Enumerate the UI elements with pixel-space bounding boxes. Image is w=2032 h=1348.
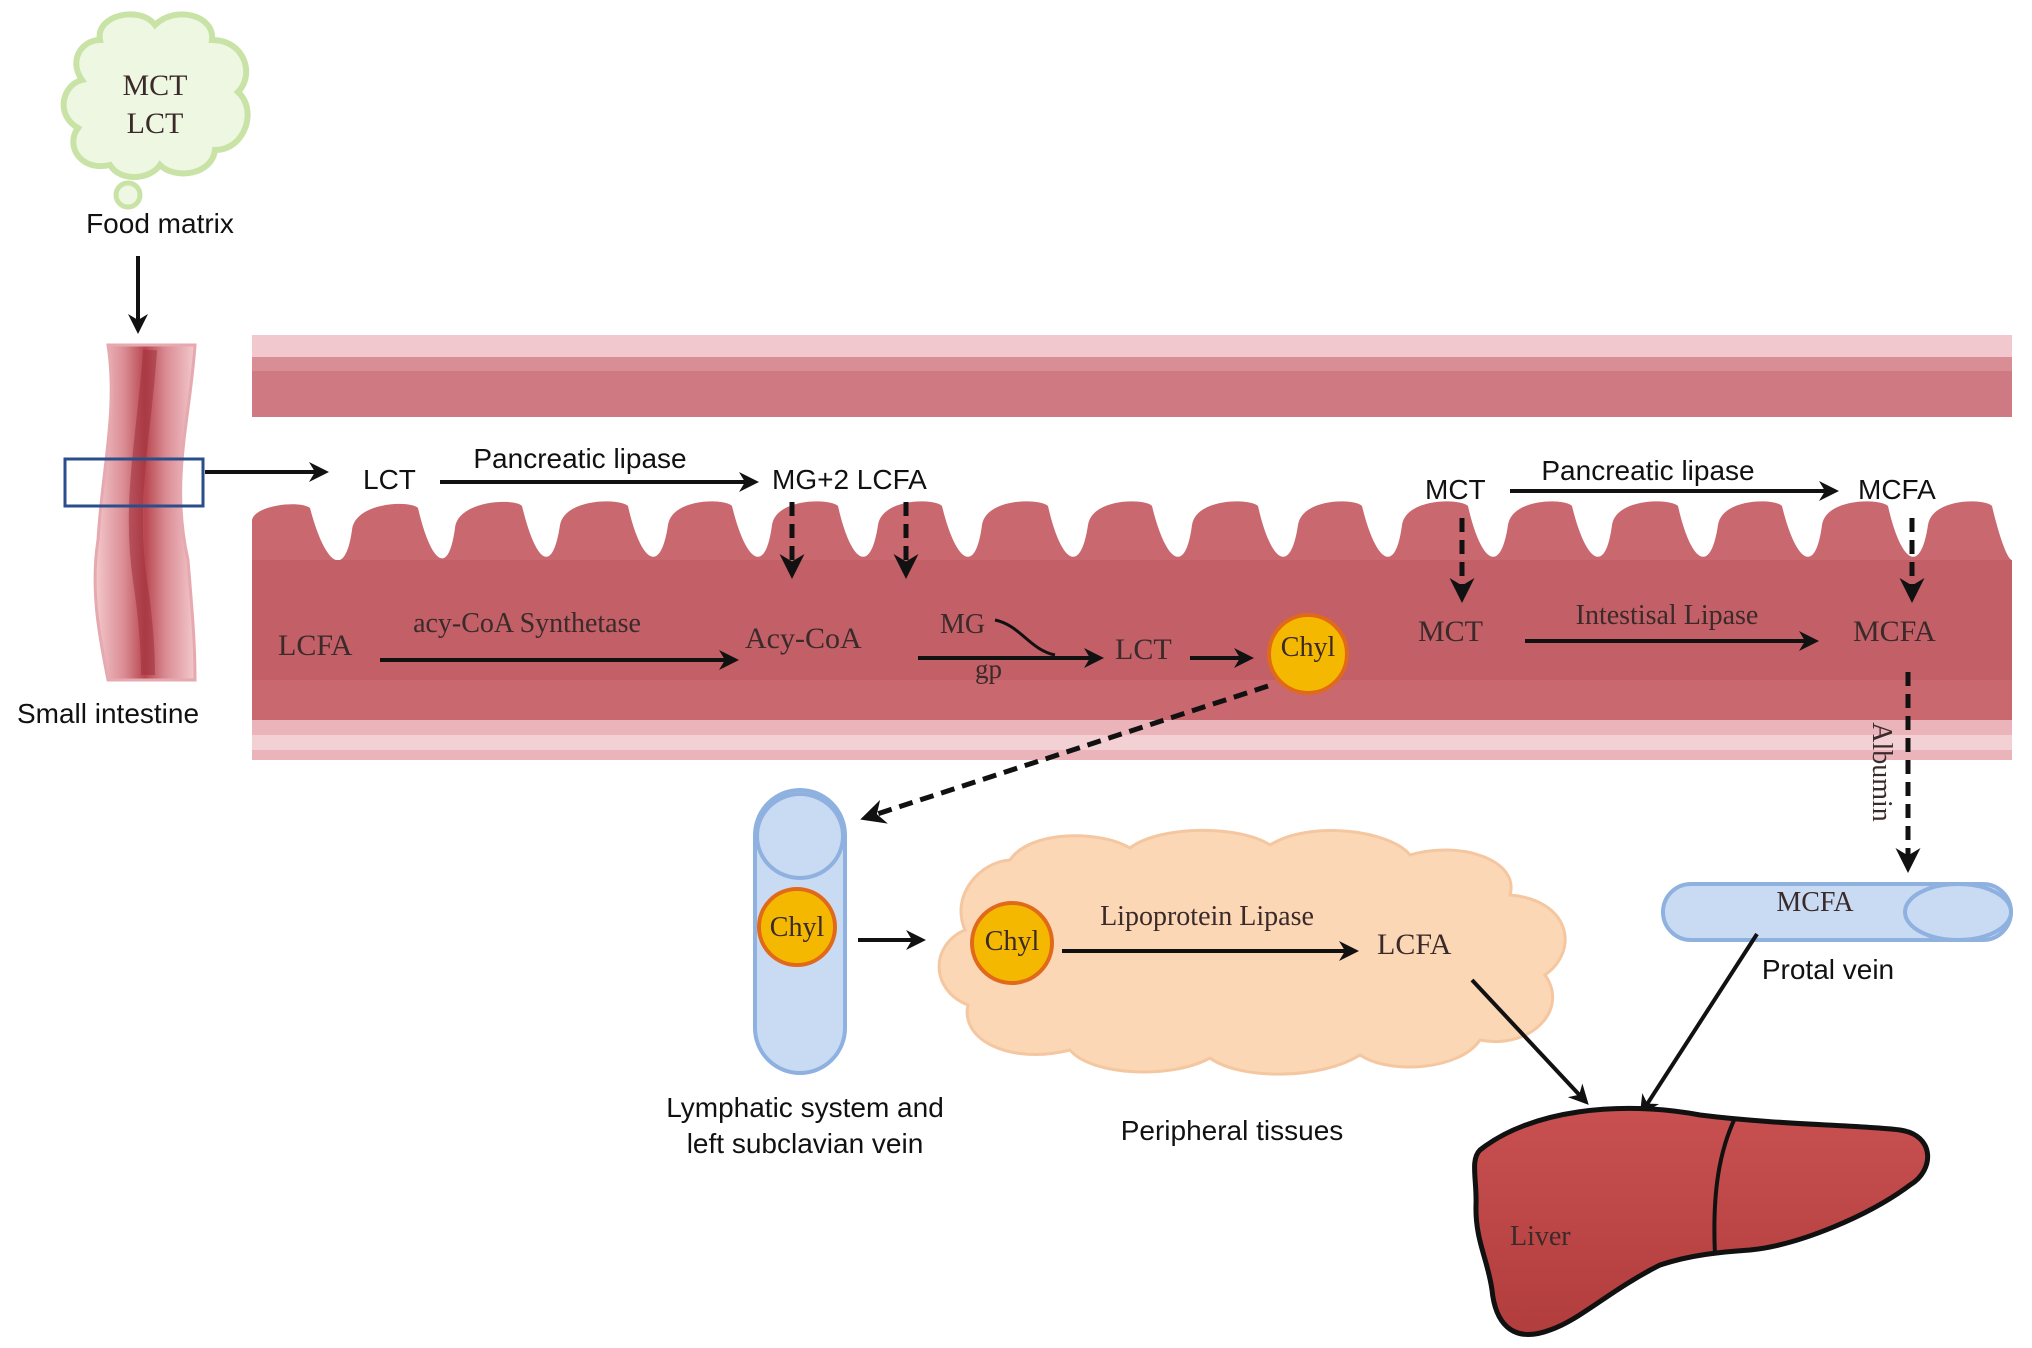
- lcfa-to-liver-arrow: [1470, 978, 1589, 1105]
- lumen-mct-enzyme: Pancreatic lipase: [1541, 455, 1754, 486]
- lumen-lct-enzyme: Pancreatic lipase: [473, 443, 686, 474]
- enterocyte-reactions: LCFA acy-CoA Synthetase Acy-CoA MG gp LC…: [278, 600, 1936, 695]
- cell-mg: MG: [940, 609, 985, 640]
- zoom-box: [63, 457, 205, 508]
- lymphatic-vessel: Chyl Lymphatic system and left subclavia…: [666, 788, 944, 1159]
- lumen-lct-products: MG+2 LCFA: [772, 464, 927, 495]
- cell-gp: gp: [975, 654, 1002, 684]
- food-matrix-label: Food matrix: [86, 208, 234, 239]
- chylomicron-cell: Chyl: [1267, 613, 1349, 695]
- intestine-zoom: [252, 335, 2012, 760]
- food-cloud-bubble: [113, 180, 143, 210]
- small-intestine: Small intestine: [17, 343, 329, 729]
- lumen-reactions: LCT Pancreatic lipase MG+2 LCFA MCT Panc…: [363, 443, 1936, 603]
- lumen-mct: MCT: [1425, 474, 1486, 505]
- peripheral-tissues-label: Peripheral tissues: [1121, 1115, 1344, 1146]
- mg-curve-arrow: [994, 618, 1056, 657]
- cell-lipase: Intestisal Lipase: [1576, 600, 1759, 631]
- small-intestine-label: Small intestine: [17, 698, 199, 729]
- lymph-label-1: Lymphatic system and: [666, 1092, 944, 1123]
- food-cloud-text-2: LCT: [127, 107, 184, 140]
- food-matrix: MCT LCT Food matrix: [60, 11, 251, 334]
- chyl-to-lymph-arrow: [860, 683, 1269, 824]
- cell-acy-coa: Acy-CoA: [745, 622, 862, 655]
- lymph-chyl-label: Chyl: [770, 912, 825, 943]
- portal-vein: MCFA Protal vein: [1661, 882, 2013, 985]
- lumen-mct-products: MCFA: [1858, 474, 1936, 505]
- peripheral-tissues: Chyl Lipoprotein Lipase LCFA Peripheral …: [937, 828, 1567, 1146]
- tissue-enzyme: Lipoprotein Lipase: [1100, 901, 1314, 932]
- cell-mcfa: MCFA: [1853, 615, 1936, 648]
- food-cloud-text-1: MCT: [122, 69, 187, 102]
- tissue-lcfa: LCFA: [1377, 928, 1452, 961]
- liver-icon: Liver: [1472, 1105, 1930, 1337]
- tissue-chyl-label: Chyl: [985, 926, 1040, 957]
- lumen-lct: LCT: [363, 464, 416, 495]
- cell-chyl-label: Chyl: [1281, 632, 1336, 663]
- portal-vein-label: Protal vein: [1762, 954, 1894, 985]
- cell-lcfa: LCFA: [278, 629, 353, 662]
- cell-mct: MCT: [1418, 615, 1483, 648]
- lower-wall: [252, 680, 2012, 720]
- liver-label: Liver: [1510, 1221, 1571, 1252]
- portal-to-liver-arrow: [1639, 932, 1759, 1116]
- food-cloud-shape: [60, 11, 251, 180]
- intestine-tube-icon: [93, 343, 197, 682]
- albumin-label: Albumin: [1866, 722, 1897, 822]
- portal-mcfa-label: MCFA: [1776, 887, 1854, 918]
- lymph-label-2: left subclavian vein: [687, 1128, 924, 1159]
- cell-lct: LCT: [1115, 633, 1172, 666]
- cell-synthetase: acy-CoA Synthetase: [413, 608, 641, 639]
